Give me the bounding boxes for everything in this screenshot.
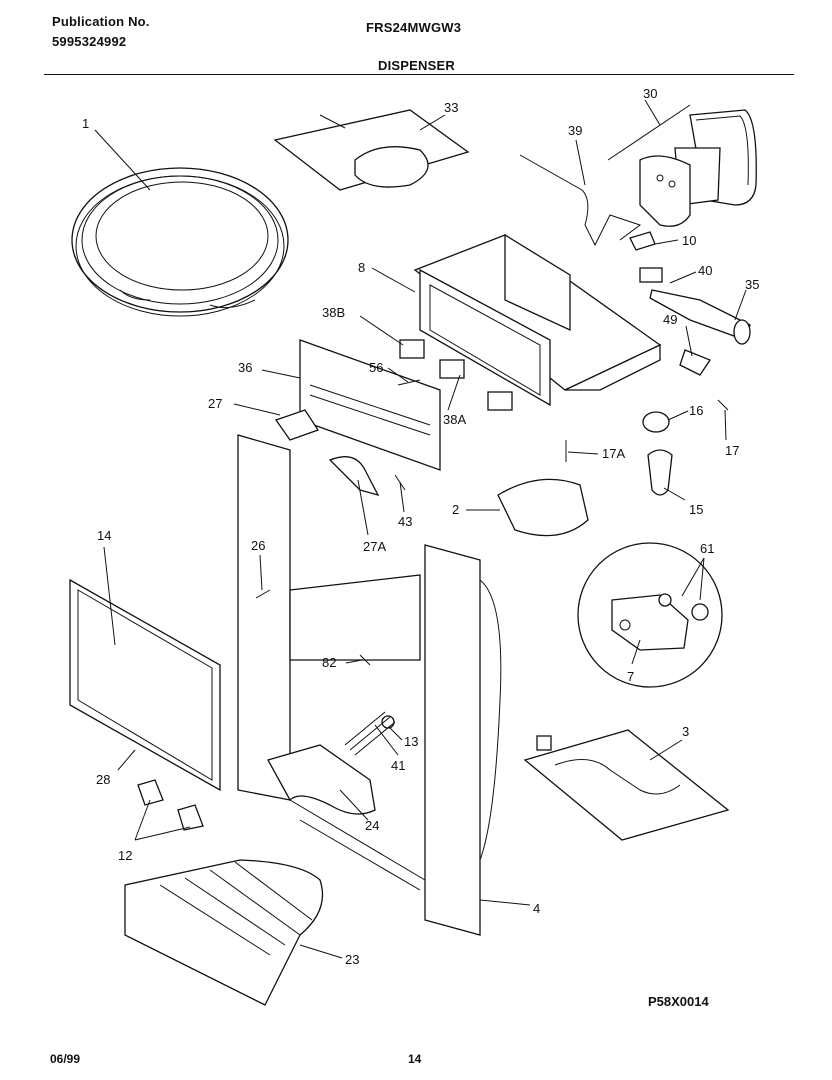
callout-23: 23: [345, 952, 359, 967]
callout-56: 56: [369, 360, 383, 375]
part-lever-24: [267, 744, 376, 815]
part-dispenser-housing-4: [237, 434, 502, 936]
part-wire-harness: [519, 154, 642, 247]
callout-38a: 38A: [443, 412, 466, 427]
part-bulb-15: [647, 449, 673, 496]
page-number: 14: [408, 1052, 422, 1066]
callout-38b: 38B: [322, 305, 345, 320]
callout-14: 14: [97, 528, 111, 543]
part-screw-17: [717, 399, 729, 411]
callout-33: 33: [444, 100, 458, 115]
callout-1: 1: [82, 116, 89, 131]
part-housing-8: [413, 233, 662, 407]
callout-82: 82: [322, 655, 336, 670]
part-screw-82: [359, 654, 371, 666]
callout-35: 35: [745, 277, 759, 292]
callout-3: 3: [682, 724, 689, 739]
part-actuator-35: [639, 267, 751, 376]
part-screw-26: [255, 589, 271, 599]
section-title: DISPENSER: [378, 58, 455, 73]
callout-2: 2: [452, 502, 459, 517]
part-cover-plate: [273, 109, 470, 191]
callout-10: 10: [682, 233, 696, 248]
part-switch-38b: [399, 339, 425, 359]
part-heater-3: [523, 729, 730, 841]
callout-12: 12: [118, 848, 132, 863]
callout-4: 4: [533, 901, 540, 916]
figure-code: P58X0014: [648, 994, 709, 1009]
part-switch-detail-7: [577, 542, 723, 688]
part-clip-10: [629, 231, 656, 251]
part-clip-12a: [137, 779, 164, 806]
part-trough-2: [497, 478, 589, 537]
part-door-14: [69, 578, 221, 792]
part-bracket-27: [274, 409, 319, 441]
part-frame-36: [299, 339, 441, 471]
part-switch-38a-2: [487, 391, 513, 411]
part-spring-41: [344, 711, 396, 756]
part-tubing-coil: [71, 167, 289, 317]
callout-24: 24: [365, 818, 379, 833]
callout-17: 17: [725, 443, 739, 458]
publication-label: Publication No.: [52, 14, 150, 29]
callout-41: 41: [391, 758, 405, 773]
callout-43: 43: [398, 514, 412, 529]
callout-30: 30: [643, 86, 657, 101]
callout-16: 16: [689, 403, 703, 418]
callout-28: 28: [96, 772, 110, 787]
part-lamp-socket-16: [642, 411, 670, 433]
callout-27a: 27A: [363, 539, 386, 554]
callout-13: 13: [404, 734, 418, 749]
part-screw-56: [397, 379, 421, 386]
publication-number: 5995324992: [52, 34, 127, 49]
part-lever-27a: [328, 456, 380, 497]
callout-17a: 17A: [602, 446, 625, 461]
print-date: 06/99: [50, 1052, 81, 1066]
part-switch-38a-1: [439, 359, 465, 379]
callout-36: 36: [238, 360, 252, 375]
part-drip-tray-23: [124, 859, 324, 1006]
part-clip-12b: [177, 804, 204, 831]
model-number: FRS24MWGW3: [366, 20, 462, 35]
callout-7: 7: [627, 669, 634, 684]
callout-40: 40: [698, 263, 712, 278]
callout-8: 8: [358, 260, 365, 275]
leader-lines: [94, 99, 747, 959]
callout-39: 39: [568, 123, 582, 138]
part-panel-assembly: [639, 109, 757, 227]
header-rule: [44, 74, 794, 75]
callout-26: 26: [251, 538, 265, 553]
callout-27: 27: [208, 396, 222, 411]
callout-49: 49: [663, 312, 677, 327]
callout-15: 15: [689, 502, 703, 517]
callout-61: 61: [700, 541, 714, 556]
